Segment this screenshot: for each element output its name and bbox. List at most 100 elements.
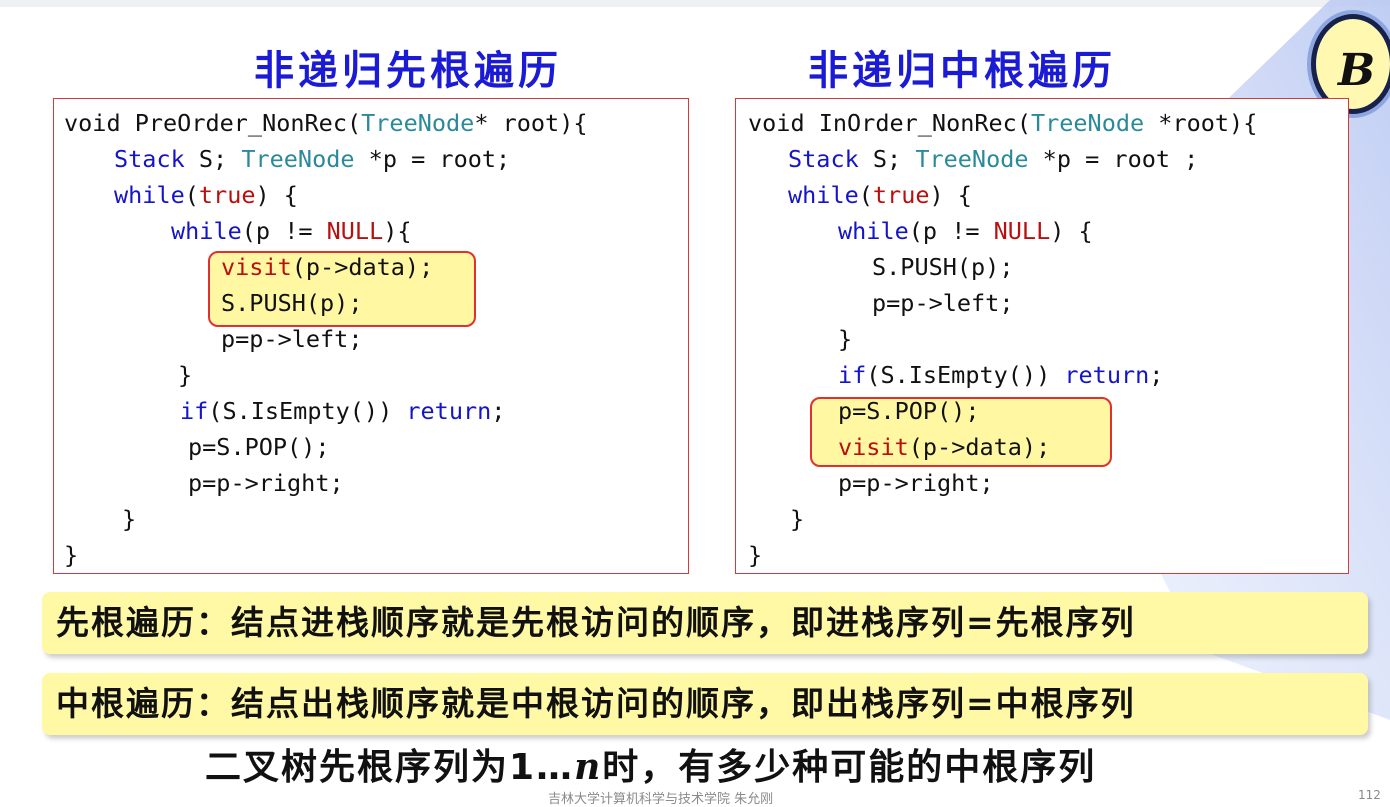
inorder-code-token: NULL xyxy=(993,217,1051,245)
inorder-code-token: p=p->left; xyxy=(872,289,1014,317)
inorder-code-line: } xyxy=(748,537,762,573)
preorder-code-box: void PreOrder_NonRec(TreeNode* root){Sta… xyxy=(53,98,689,574)
preorder-code-token: p=p->left; xyxy=(221,325,363,353)
inorder-code-token: p=p->right; xyxy=(838,469,994,497)
inorder-code-token: ; xyxy=(1149,361,1164,389)
inorder-code-box: void InOrder_NonRec(TreeNode *root){Stac… xyxy=(735,98,1349,574)
preorder-code-token: p=p->right; xyxy=(188,469,344,497)
inorder-code-token: TreeNode xyxy=(915,145,1029,173)
inorder-code-token: (S.IsEmpty()) xyxy=(866,361,1065,389)
preorder-code-token: true xyxy=(198,181,256,209)
inorder-code-line: while(true) { xyxy=(788,177,972,213)
page-number: 112 xyxy=(1358,788,1381,802)
inorder-code-token: while xyxy=(788,181,859,209)
inorder-code-token: ) { xyxy=(929,181,972,209)
inorder-code-line: Stack S; TreeNode *p = root ; xyxy=(788,141,1198,177)
preorder-code-token: return xyxy=(406,397,492,425)
preorder-code-token: TreeNode xyxy=(361,109,475,137)
inorder-title: 非递归中根遍历 xyxy=(808,48,1116,94)
preorder-code-token: } xyxy=(64,541,79,569)
inorder-code-token: *root){ xyxy=(1144,109,1258,137)
preorder-code-line: } xyxy=(178,357,192,393)
inorder-code-token: return xyxy=(1064,361,1150,389)
preorder-code-token: } xyxy=(122,505,137,533)
preorder-code-line: p=S.POP(); xyxy=(188,429,329,465)
inorder-code-line: } xyxy=(838,321,852,357)
inorder-code-line: if(S.IsEmpty()) return; xyxy=(838,357,1163,393)
preorder-code-line: while(p != NULL){ xyxy=(171,213,412,249)
preorder-code-line: Stack S; TreeNode *p = root; xyxy=(114,141,510,177)
preorder-code-token: ( xyxy=(184,181,199,209)
preorder-code-token: while xyxy=(171,217,242,245)
inorder-code-token: if xyxy=(838,361,867,389)
inorder-code-token: } xyxy=(790,505,805,533)
question-text: 二叉树先根序列为1…n时，有多少种可能的中根序列 xyxy=(205,742,1096,793)
preorder-code-line: } xyxy=(64,537,78,573)
inorder-code-token: TreeNode xyxy=(1030,109,1145,137)
inorder-code-line: while(p != NULL) { xyxy=(838,213,1093,249)
preorder-code-line: void PreOrder_NonRec(TreeNode* root){ xyxy=(64,105,588,141)
inorder-code-token: } xyxy=(838,325,853,353)
preorder-code-token: (S.IsEmpty()) xyxy=(208,397,407,425)
badge-letter: B xyxy=(1338,45,1376,96)
preorder-code-token: (p != xyxy=(241,217,327,245)
inorder-code-token: S.PUSH(p); xyxy=(872,253,1014,281)
preorder-code-token: while xyxy=(114,181,185,209)
preorder-code-token: } xyxy=(178,361,193,389)
preorder-code-line: S.PUSH(p); xyxy=(221,285,362,321)
preorder-code-line: p=p->right; xyxy=(188,465,344,501)
inorder-code-token: visit xyxy=(838,433,909,461)
inorder-code-token: S; xyxy=(858,145,916,173)
preorder-code-token: (p->data); xyxy=(291,253,434,281)
inorder-code-line: visit(p->data); xyxy=(838,429,1050,465)
preorder-code-token: ) { xyxy=(255,181,298,209)
inorder-code-token: true xyxy=(872,181,930,209)
preorder-code-line: if(S.IsEmpty()) return; xyxy=(180,393,505,429)
preorder-code-token: void PreOrder_NonRec( xyxy=(64,109,362,137)
preorder-code-token: TreeNode xyxy=(241,145,355,173)
slide-top-bar xyxy=(0,0,1390,7)
inorder-code-token: *p = root ; xyxy=(1028,145,1199,173)
preorder-code-token: *p = root; xyxy=(354,145,511,173)
preorder-code-line: while(true) { xyxy=(114,177,298,213)
preorder-code-token: if xyxy=(180,397,209,425)
inorder-code-token: while xyxy=(838,217,909,245)
preorder-code-line: } xyxy=(122,501,136,537)
preorder-code-token: * root){ xyxy=(474,109,588,137)
preorder-code-token: S; xyxy=(184,145,242,173)
preorder-title: 非递归先根遍历 xyxy=(254,48,562,94)
inorder-code-token: (p != xyxy=(908,217,994,245)
inorder-code-token: void InOrder_NonRec( xyxy=(748,109,1031,137)
section-badge: B xyxy=(1311,14,1390,114)
inorder-code-line: p=p->left; xyxy=(872,285,1013,321)
inorder-code-token: } xyxy=(748,541,763,569)
inorder-code-token: (p->data); xyxy=(908,433,1051,461)
inorder-code-token: ( xyxy=(858,181,873,209)
inorder-code-line: p=p->right; xyxy=(838,465,994,501)
preorder-code-line: visit(p->data); xyxy=(221,249,433,285)
footer-credit: 吉林大学计算机科学与技术学院 朱允刚 xyxy=(548,792,774,807)
question-part2: 时，有多少种可能的中根序列 xyxy=(602,747,1097,788)
inorder-code-line: p=S.POP(); xyxy=(838,393,979,429)
question-variable: n xyxy=(574,746,603,788)
inorder-code-line: void InOrder_NonRec(TreeNode *root){ xyxy=(748,105,1257,141)
inorder-code-token: p=S.POP(); xyxy=(838,397,980,425)
preorder-code-token: p=S.POP(); xyxy=(188,433,330,461)
inorder-pop-visit-highlight xyxy=(810,397,1112,467)
preorder-code-token: ){ xyxy=(383,217,412,245)
question-part1: 二叉树先根序列为1… xyxy=(205,747,575,788)
preorder-code-token: ; xyxy=(491,397,506,425)
preorder-code-token: S.PUSH(p); xyxy=(221,289,363,317)
preorder-code-line: p=p->left; xyxy=(221,321,362,357)
preorder-code-token: Stack xyxy=(114,145,185,173)
preorder-code-token: visit xyxy=(221,253,292,281)
inorder-code-line: S.PUSH(p); xyxy=(872,249,1013,285)
preorder-visit-push-highlight xyxy=(208,251,476,327)
inorder-note-banner: 中根遍历：结点出栈顺序就是中根访问的顺序，即出栈序列=中根序列 xyxy=(42,673,1368,735)
preorder-code-token: NULL xyxy=(326,217,384,245)
inorder-code-token: ) { xyxy=(1050,217,1093,245)
preorder-note-banner: 先根遍历：结点进栈顺序就是先根访问的顺序，即进栈序列=先根序列 xyxy=(42,592,1368,654)
inorder-code-line: } xyxy=(790,501,804,537)
preorder-note-text: 先根遍历：结点进栈顺序就是先根访问的顺序，即进栈序列=先根序列 xyxy=(56,603,1136,642)
inorder-note-text: 中根遍历：结点出栈顺序就是中根访问的顺序，即出栈序列=中根序列 xyxy=(56,684,1136,723)
